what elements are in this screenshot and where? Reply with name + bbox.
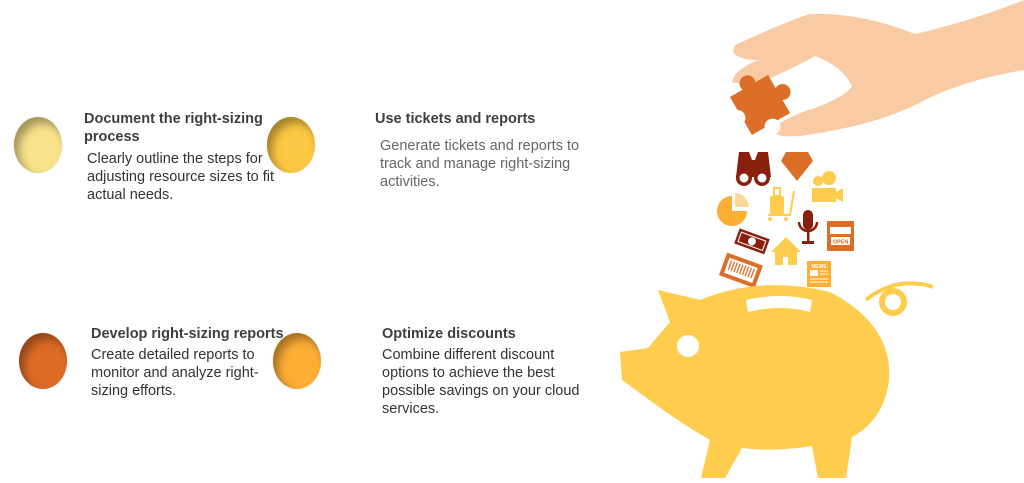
store-sign-text: OPEN	[833, 240, 849, 246]
coin-slot	[746, 296, 812, 312]
item-body-document-process: Clearly outline the steps for adjusting …	[87, 150, 274, 204]
body-line: options to achieve the best	[382, 365, 555, 381]
body-line: adjusting resource sizes to fit	[87, 169, 274, 185]
body-line: Clearly outline the steps for	[87, 151, 263, 167]
pie-chart-icon	[717, 193, 749, 226]
body-line: monitor and analyze right-	[91, 365, 259, 381]
body-line: track and manage right-sizing	[380, 156, 571, 172]
piggy-bank-icon	[620, 281, 934, 478]
body-line: actual needs.	[87, 187, 174, 203]
banknote-icon	[734, 228, 770, 255]
body-line: possible savings on your cloud	[382, 383, 580, 399]
item-body-develop-reports: Create detailed reports to monitor and a…	[91, 346, 259, 400]
pig-tail	[879, 288, 907, 316]
barcode-ticket-icon	[718, 252, 763, 289]
bullet-circle-orange-dark	[19, 333, 67, 389]
item-title-develop-reports: Develop right-sizing reports	[91, 326, 284, 342]
item-title-optimize-discounts: Optimize discounts	[382, 326, 516, 342]
luggage-cart-icon	[768, 187, 795, 221]
body-line: activities.	[380, 174, 440, 190]
house-icon	[771, 237, 801, 265]
item-body-optimize-discounts: Combine different discount options to ac…	[382, 346, 579, 418]
puzzle-piece-icon	[729, 74, 791, 136]
bullet-circle-yellow	[267, 117, 315, 173]
bullet-circle-yellow-light	[14, 117, 62, 173]
body-line: Generate tickets and reports to	[380, 138, 580, 154]
binoculars-icon	[736, 152, 771, 186]
diamond-icon	[781, 152, 813, 181]
microphone-icon	[797, 210, 819, 244]
body-line: sizing efforts.	[91, 383, 177, 399]
newspaper-sign-text: NEWS	[812, 264, 828, 270]
bullet-circle-orange	[273, 333, 321, 389]
store-icon: OPEN	[827, 221, 854, 251]
newspaper-icon: NEWS	[807, 261, 831, 287]
item-title-document-process: Document the right-sizing process	[84, 110, 263, 146]
hand-icon	[732, 0, 1024, 137]
body-line: Combine different discount	[382, 347, 555, 363]
title-line: process	[84, 129, 140, 145]
body-line: services.	[382, 401, 440, 417]
item-title-tickets-reports: Use tickets and reports	[375, 111, 536, 127]
item-body-tickets-reports: Generate tickets and reports to track an…	[380, 137, 579, 191]
pig-eye	[677, 335, 699, 357]
title-line: Document the right-sizing	[84, 111, 263, 127]
movie-camera-icon	[812, 171, 843, 202]
body-line: Create detailed reports to	[91, 347, 255, 363]
